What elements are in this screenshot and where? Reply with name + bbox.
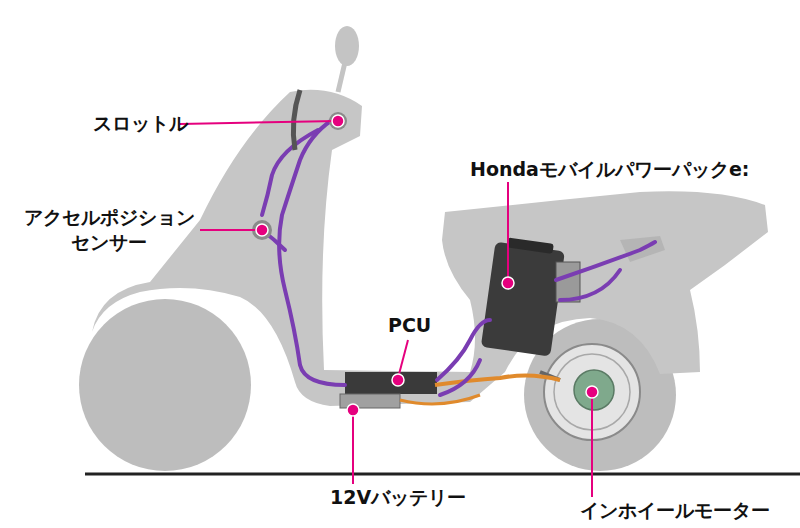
leader-dot <box>586 386 598 398</box>
part-label: インホイールモーター <box>580 498 770 523</box>
power-pack-handle <box>507 238 554 254</box>
battery-group <box>481 236 566 357</box>
leader-line <box>180 121 338 124</box>
pack-connector <box>556 262 580 302</box>
leader-line <box>200 229 262 231</box>
leader-dot <box>347 404 359 416</box>
part-label: 12Vバッテリー <box>330 485 466 510</box>
leader-dot <box>502 277 514 289</box>
part-label: スロットル <box>93 111 188 136</box>
leader-dot <box>256 224 268 236</box>
wire <box>440 360 480 395</box>
part-label: アクセルポジション センサー <box>18 205 200 255</box>
leader-line <box>507 182 509 283</box>
wire <box>560 270 620 300</box>
throttle-body <box>329 112 347 130</box>
leader-line <box>591 392 593 497</box>
wire <box>437 320 490 380</box>
ground-line <box>85 473 800 476</box>
power-pack <box>481 242 565 357</box>
leader-line <box>398 340 408 378</box>
handlebar-cable <box>293 90 300 150</box>
front-wheel <box>79 299 251 471</box>
scooter-body <box>92 90 768 406</box>
leader-dot <box>392 374 404 386</box>
part-label: Hondaモバイルパワーパックe: <box>470 157 749 182</box>
wire <box>279 120 345 385</box>
wire <box>262 130 318 215</box>
wire <box>556 242 655 280</box>
mirror <box>335 26 359 66</box>
hub-motor-core <box>574 370 614 410</box>
power-cable <box>435 375 560 385</box>
part-label: PCU <box>388 313 431 338</box>
leader-line <box>352 410 354 484</box>
pcu-box <box>345 372 437 394</box>
leader-dot <box>332 115 344 127</box>
